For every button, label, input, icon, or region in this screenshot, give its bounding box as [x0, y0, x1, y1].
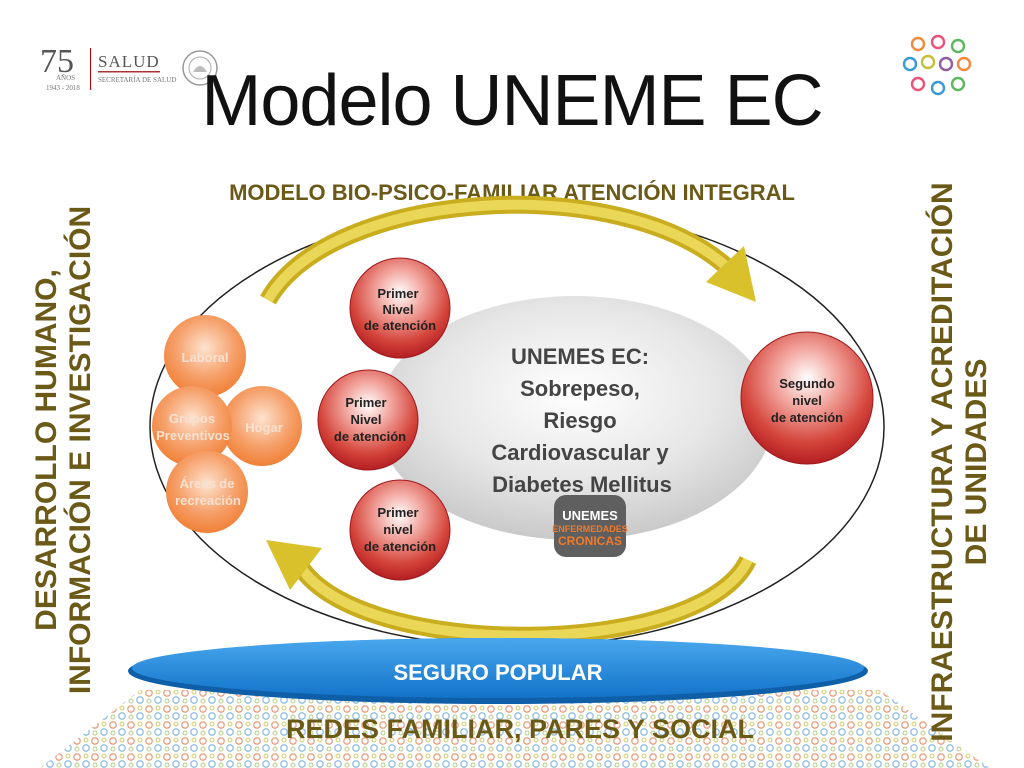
grupos-label-line1: Grupos	[169, 411, 215, 426]
badge-line1: UNEMES	[562, 508, 618, 523]
center-text-line5: Diabetes Mellitus	[492, 472, 672, 497]
page-title: Modelo UNEME EC	[201, 61, 823, 141]
node-middle-line3: de atención	[334, 429, 406, 444]
areas-label-line1: Áreas de	[180, 476, 235, 491]
grupos-preventivos-node: Grupos Preventivos	[152, 386, 232, 466]
logo-anniversary-word: AÑOS	[56, 74, 75, 82]
primer-nivel-middle-node: Primer Nivel de atención	[317, 369, 419, 471]
node-right-line3: de atención	[771, 410, 843, 425]
logo-anniversary-number: 75	[40, 43, 74, 80]
node-top-line1: Primer	[377, 286, 418, 301]
node-bottom-line2: nivel	[383, 522, 413, 537]
node-middle-line2: Nivel	[350, 412, 381, 427]
unemes-badge: UNEMES ENFERMEDADES CRONICAS	[552, 495, 628, 557]
node-bottom-line3: de atención	[364, 539, 436, 554]
seguro-popular-ellipse: SEGURO POPULAR	[128, 638, 868, 704]
node-top-line2: Nivel	[382, 302, 413, 317]
center-text-line2: Sobrepeso,	[520, 376, 640, 401]
bottom-cycle-arrow-icon	[266, 540, 757, 645]
rings-logo-icon	[902, 34, 972, 96]
node-top-line3: de atención	[364, 318, 436, 333]
center-text-line3: Riesgo	[543, 408, 616, 433]
segundo-nivel-node: Segundo nivel de atención	[740, 331, 874, 465]
logo-secretaria: SECRETARÍA DE SALUD	[98, 76, 176, 84]
badge-line2: ENFERMEDADES	[552, 524, 628, 534]
node-middle-line1: Primer	[345, 395, 386, 410]
mexico-seal-icon	[182, 50, 218, 86]
hogar-label: Hogar	[245, 420, 283, 435]
laboral-label: Laboral	[182, 350, 229, 365]
primer-nivel-top-node: Primer Nivel de atención	[349, 257, 451, 359]
top-cycle-arrow-icon	[260, 195, 756, 305]
logo-salud: SALUD	[98, 52, 160, 71]
primer-nivel-bottom-node: Primer nivel de atención	[349, 479, 451, 581]
grupos-label-line2: Preventivos	[156, 428, 230, 443]
node-right-line1: Segundo	[779, 376, 835, 391]
node-right-line2: nivel	[792, 393, 822, 408]
center-focus-ellipse	[377, 296, 773, 540]
center-text-line1: UNEMES EC:	[511, 344, 649, 369]
seguro-popular-label: SEGURO POPULAR	[393, 660, 602, 685]
government-logo: 75 AÑOS 1943 - 2018 SALUD SECRETARÍA DE …	[40, 43, 218, 92]
redes-label: REDES FAMILIAR, PARES Y SOCIAL	[286, 714, 754, 744]
areas-recreacion-node: Áreas de recreación	[166, 451, 248, 533]
center-text-line4: Cardiovascular y	[491, 440, 669, 465]
laboral-node: Laboral	[164, 315, 246, 397]
areas-label-line2: recreación	[175, 493, 241, 508]
hogar-node: Hogar	[222, 386, 302, 466]
node-bottom-line1: Primer	[377, 505, 418, 520]
badge-line3: CRONICAS	[558, 534, 622, 548]
logo-years: 1943 - 2018	[46, 84, 80, 92]
